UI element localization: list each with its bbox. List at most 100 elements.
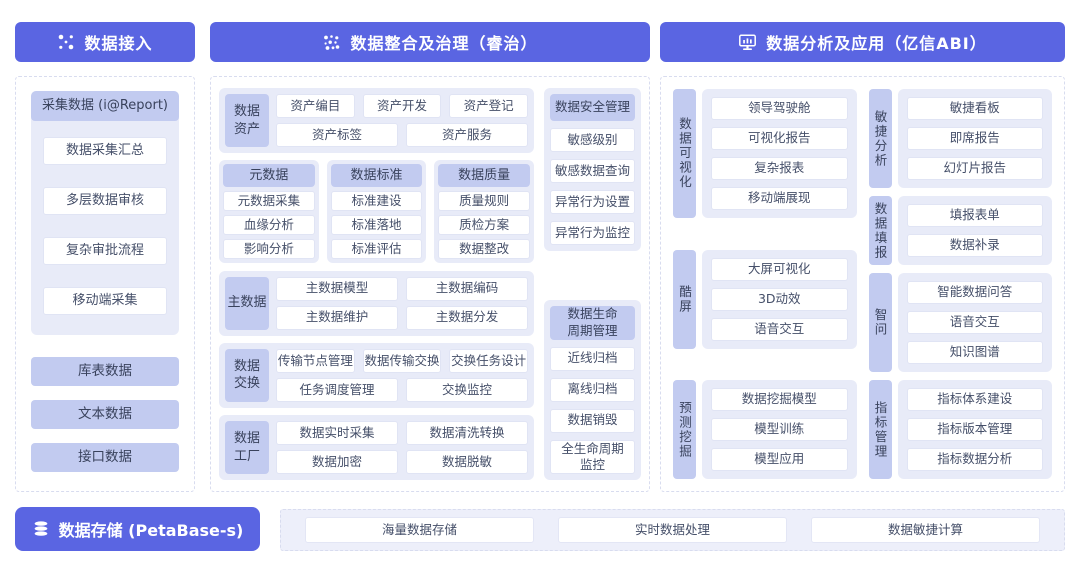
visualization-item: 领导驾驶舱 xyxy=(711,97,848,120)
agile-analysis-item: 敏捷看板 xyxy=(906,97,1043,120)
monitor-chart-icon xyxy=(739,33,757,50)
coolscreen-item: 大屏可视化 xyxy=(711,257,848,281)
governance-main: 数据 资产 资产编目资产开发资产登记 资产标签资产服务 元数据 元数据采集血缘分… xyxy=(219,88,535,480)
standard-item: 标准评估 xyxy=(330,239,423,260)
factory-group: 数据 工厂 数据实时采集数据清洗转换 数据加密数据脱敏 xyxy=(219,415,534,480)
security-item: 异常行为监控 xyxy=(550,221,635,245)
exchange-item: 任务调度管理 xyxy=(276,377,398,402)
exchange-row1: 传输节点管理数据传输交换交换任务设计 xyxy=(276,348,529,373)
metadata-item: 血缘分析 xyxy=(223,215,315,236)
lifecycle-item: 近线归档 xyxy=(550,346,635,371)
factory-row1: 数据实时采集数据清洗转换 xyxy=(276,421,528,445)
collect-items: 数据采集汇总多层数据审核复杂审批流程移动端采集 xyxy=(31,121,179,329)
visualization-label: 数据可视化 xyxy=(673,89,696,218)
lifecycle-item: 离线归档 xyxy=(550,377,635,402)
lifecycle-group-title: 数据生命 周期管理 xyxy=(550,305,635,340)
quality-item: 质量规则 xyxy=(438,191,531,212)
dot-matrix-icon xyxy=(324,34,340,50)
governance-side: 数据安全管理 敏感级别敏感数据查询异常行为设置异常行为监控 数据生命 周期管理 … xyxy=(544,88,641,480)
header-analysis-label: 数据分析及应用（亿信ABI） xyxy=(766,34,987,53)
source-item: 接口数据 xyxy=(31,443,179,472)
smart-qa-item: 智能数据问答 xyxy=(906,281,1043,304)
mining-item: 模型应用 xyxy=(711,448,848,471)
factory-item: 数据脱敏 xyxy=(406,450,528,474)
compute-item: 海量数据存储 xyxy=(305,517,534,543)
security-item: 敏感级别 xyxy=(550,128,635,152)
agile-analysis-item: 即席报告 xyxy=(906,127,1043,150)
exchange-row2: 任务调度管理交换监控 xyxy=(276,377,528,402)
lifecycle-item: 全生命周期 监控 xyxy=(550,439,635,474)
source-items: 库表数据文本数据接口数据 xyxy=(31,357,179,472)
header-ingest-label: 数据接入 xyxy=(84,34,153,53)
collect-section: 采集数据 (i@Report) 数据采集汇总多层数据审核复杂审批流程移动端采集 xyxy=(31,91,179,335)
metadata-item: 影响分析 xyxy=(223,239,315,260)
meta-standard-quality-row: 元数据 元数据采集血缘分析影响分析 数据标准 标准建设标准落地标准评估 数据质量… xyxy=(219,160,535,264)
visualization-item: 可视化报告 xyxy=(711,127,848,150)
smart-qa-item: 知识图谱 xyxy=(906,341,1043,364)
security-group: 数据安全管理 敏感级别敏感数据查询异常行为设置异常行为监控 xyxy=(544,88,641,251)
master-row1: 主数据模型主数据编码 xyxy=(276,276,528,301)
assets-item: 资产编目 xyxy=(276,94,355,118)
master-item: 主数据模型 xyxy=(276,276,398,301)
master-group-label: 主数据 xyxy=(225,276,269,330)
standard-group: 数据标准 标准建设标准落地标准评估 xyxy=(326,160,427,264)
standard-item: 标准落地 xyxy=(330,215,423,236)
agile-analysis-label: 敏捷分析 xyxy=(868,89,892,188)
security-group-title: 数据安全管理 xyxy=(550,94,635,121)
header-data-analysis: 数据分析及应用（亿信ABI） xyxy=(660,22,1065,62)
assets-item: 资产标签 xyxy=(276,123,398,147)
storage-bar-label: 数据存储 (PetaBase-s) xyxy=(58,521,244,540)
collect-item: 复杂审批流程 xyxy=(43,237,167,265)
storage-bar: 数据存储 (PetaBase-s) xyxy=(15,507,260,551)
master-data-group: 主数据 主数据模型主数据编码 主数据维护主数据分发 xyxy=(219,270,534,336)
metadata-group: 元数据 元数据采集血缘分析影响分析 xyxy=(219,160,319,264)
standard-group-title: 数据标准 xyxy=(330,164,423,188)
mining-item: 数据挖掘模型 xyxy=(711,388,848,411)
metrics-item: 指标体系建设 xyxy=(906,388,1043,411)
assets-group-label: 数据 资产 xyxy=(225,94,269,147)
smart-qa-label: 智问 xyxy=(868,273,892,372)
master-item: 主数据编码 xyxy=(406,276,528,301)
exchange-item: 传输节点管理 xyxy=(276,348,355,373)
agile-analysis-item: 幻灯片报告 xyxy=(906,157,1043,180)
compute-item: 数据敏捷计算 xyxy=(811,517,1040,543)
database-icon xyxy=(34,521,47,536)
data-filling-label: 数据填报 xyxy=(868,196,892,265)
visualization-item: 移动端展现 xyxy=(711,187,848,210)
quality-item: 数据整改 xyxy=(438,239,531,260)
coolscreen-label: 酷屏 xyxy=(673,249,696,349)
assets-row2: 资产标签资产服务 xyxy=(276,123,528,147)
coolscreen-item: 3D动效 xyxy=(711,287,848,311)
security-item: 异常行为设置 xyxy=(550,190,635,214)
exchange-group: 数据 交换 传输节点管理数据传输交换交换任务设计 任务调度管理交换监控 xyxy=(219,342,534,408)
factory-row2: 数据加密数据脱敏 xyxy=(276,450,528,474)
master-item: 主数据维护 xyxy=(276,305,398,330)
factory-item: 数据加密 xyxy=(276,450,398,474)
exchange-item: 交换监控 xyxy=(406,377,528,402)
metrics-item: 指标版本管理 xyxy=(906,418,1043,441)
data-filling-item: 填报表单 xyxy=(906,204,1043,227)
header-governance-label: 数据整合及治理（睿治） xyxy=(350,34,538,53)
header-data-governance: 数据整合及治理（睿治） xyxy=(210,22,650,62)
exchange-group-label: 数据 交换 xyxy=(225,348,269,402)
collect-item: 多层数据审核 xyxy=(43,187,167,215)
lifecycle-item: 数据销毁 xyxy=(550,408,635,433)
smart-qa-section: 智问 智能数据问答语音交互知识图谱 xyxy=(868,273,1052,372)
master-item: 主数据分发 xyxy=(406,305,528,330)
quality-group-title: 数据质量 xyxy=(438,164,531,188)
exchange-item: 交换任务设计 xyxy=(449,348,529,373)
metrics-section: 指标管理 指标体系建设指标版本管理指标数据分析 xyxy=(868,380,1052,479)
panel-data-governance: 数据 资产 资产编目资产开发资产登记 资产标签资产服务 元数据 元数据采集血缘分… xyxy=(210,76,650,492)
header-data-ingest: 数据接入 xyxy=(15,22,195,62)
collect-item: 数据采集汇总 xyxy=(43,137,167,165)
master-row2: 主数据维护主数据分发 xyxy=(276,305,528,330)
dots-network-icon xyxy=(59,34,74,50)
visualization-section: 数据可视化 领导驾驶舱可视化报告复杂报表移动端展现 xyxy=(673,89,857,218)
assets-item: 资产服务 xyxy=(406,123,528,147)
metadata-group-title: 元数据 xyxy=(223,164,315,188)
assets-item: 资产登记 xyxy=(449,94,529,118)
assets-item: 资产开发 xyxy=(362,94,442,118)
